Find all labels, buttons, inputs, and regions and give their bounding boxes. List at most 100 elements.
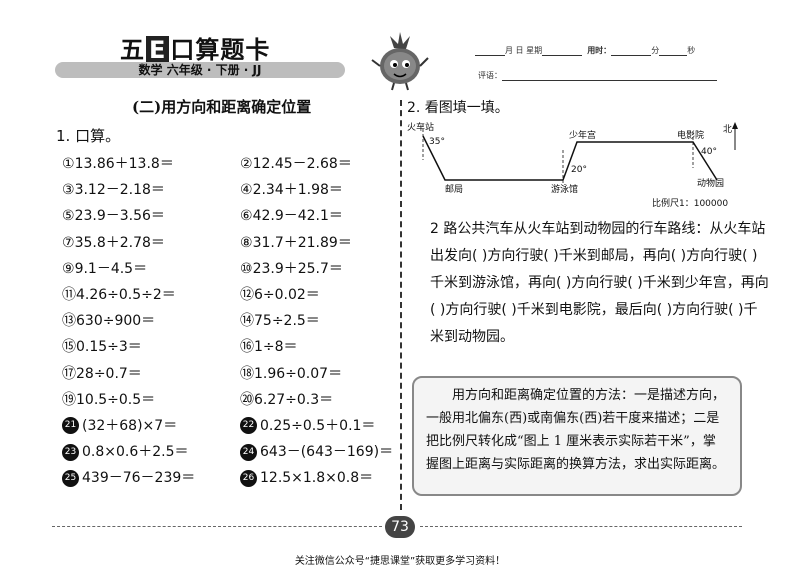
route-question: 2 路公共汽车从火车站到动物园的行车路线：从火车站出发向( )方向行驶( )千米… [430,221,769,345]
logo-title: 口算题卡 [170,36,271,64]
problem-number: 26 [240,469,257,487]
problem-number: ⑯ [240,339,254,356]
month-blank[interactable] [475,47,505,56]
problem-item: ④2.34＋1.98＝ [240,179,390,199]
problem-item: ⑳6.27÷0.3＝ [240,389,390,409]
problem-expression: 0.15÷3＝ [76,339,142,356]
logo-e: E [146,36,170,64]
problem-expression: 23.9＋25.7＝ [252,260,343,277]
problem-number: ⑭ [240,313,254,330]
problem-item: 21(32＋68)×7＝ [62,415,240,435]
problem-number: 21 [62,417,79,435]
north-label: 北 [723,124,732,135]
column-divider [400,100,402,510]
problem-expression: 6.27÷0.3＝ [254,391,334,408]
problem-number: 24 [240,443,257,461]
problem-expression: 4.26÷0.5÷2＝ [76,287,176,304]
problem-item: ⑩23.9＋25.7＝ [240,258,390,278]
problem-number: ⑤ [62,208,75,225]
problem-row: ⑪4.26÷0.5÷2＝⑫6÷0.02＝ [62,281,392,307]
problem-row: ①13.86＋13.8＝②12.45－2.68＝ [62,150,392,176]
logo-prefix: 五 [120,36,145,64]
label-station: 火车站 [407,121,434,133]
angle-40: 40° [701,147,717,157]
problem-expression: 75÷2.5＝ [254,313,320,330]
problem-expression: 2.34＋1.98＝ [252,182,343,199]
weekday-blank[interactable] [542,47,583,56]
problem-row: ⑦35.8＋2.78＝⑧31.7＋21.89＝ [62,229,392,255]
problem-expression: 12.45－2.68＝ [252,156,352,173]
comment-line: 评语： [478,70,717,81]
problem-item: ⑭75÷2.5＝ [240,310,390,330]
problem-expression: 1.96÷0.07＝ [254,365,343,382]
problem-item: ⑨9.1－4.5＝ [62,258,240,278]
problem-number: ⑱ [240,365,254,382]
seconds-blank[interactable] [659,47,688,56]
problem-item: ⑥42.9－42.1＝ [240,205,390,225]
problem-number: ⑬ [62,313,76,330]
problem-row: ⑲10.5÷0.5＝⑳6.27÷0.3＝ [62,386,392,412]
problem-row: ⑨9.1－4.5＝⑩23.9＋25.7＝ [62,255,392,281]
problem-item: ⑰28÷0.7＝ [62,363,240,383]
problem-number: ② [240,156,253,173]
problem-item: ⑤23.9－3.56＝ [62,205,240,225]
label-cinema: 电影院 [677,129,704,141]
problem-item: ⑪4.26÷0.5÷2＝ [62,284,240,304]
problem-expression: 12.5×1.8×0.8＝ [260,470,374,487]
section-title: (二)用方向和距离确定位置 [132,98,312,116]
problem-item: ①13.86＋13.8＝ [62,153,240,173]
problem-number: ⑦ [62,234,75,251]
problem-number: ⑧ [240,234,253,251]
problem-item: ⑧31.7＋21.89＝ [240,232,390,252]
footer-note: 关注微信公众号“捷思课堂”获取更多学习资料！ [294,556,506,567]
problem-item: ⑯1÷8＝ [240,336,390,356]
map-scale: 比例尺1：100000 [652,199,729,209]
problem-number: ④ [240,182,253,199]
problem-number: ⑫ [240,287,254,304]
problem-expression: 0.25÷0.5＋0.1＝ [260,417,376,434]
problem-expression: 6÷0.02＝ [254,287,320,304]
route-map: 火车站 35° 邮局 游泳馆 20° 少年宫 电影院 40° 动物园 北 [407,121,738,195]
footer-rule-left [52,526,382,527]
label-zoo: 动物园 [697,177,724,189]
problem-row: ③3.12－2.18＝④2.34＋1.98＝ [62,176,392,202]
problem-item: ⑱1.96÷0.07＝ [240,363,390,383]
problem-expression: 28÷0.7＝ [76,365,142,382]
label-palace: 少年宫 [569,129,596,141]
problem-number: ⑨ [62,260,75,277]
problem-number: ⑲ [62,391,76,408]
problem-number: ① [62,156,75,173]
page-number: 73 [385,516,415,538]
problem-item: ②12.45－2.68＝ [240,153,390,173]
problem-number: ⑩ [240,260,253,277]
minutes-blank[interactable] [611,47,652,56]
mental-math-problems: ①13.86＋13.8＝②12.45－2.68＝③3.12－2.18＝④2.34… [62,150,393,490]
angle-35: 35° [429,137,445,147]
label-post: 邮局 [445,183,463,195]
problem-expression: 42.9－42.1＝ [252,208,343,225]
comment-blank[interactable] [502,72,717,81]
mascot-icon [371,32,429,91]
problem-row: ⑤23.9－3.56＝⑥42.9－42.1＝ [62,202,392,228]
problem-item: ⑦35.8＋2.78＝ [62,232,240,252]
angle-20: 20° [571,165,587,175]
problem-item: ⑲10.5÷0.5＝ [62,389,240,409]
problem-row: ⑰28÷0.7＝⑱1.96÷0.07＝ [62,360,392,386]
problem-number: ⑥ [240,208,253,225]
problem-number: ⑮ [62,339,76,356]
grade-band: 数学 六年级 · 下册 · JJ [55,62,345,78]
problem-number: 25 [62,469,79,487]
problem-expression: 439－76－239＝ [82,470,196,487]
problem-item: ③3.12－2.18＝ [62,179,240,199]
problem-expression: 31.7＋21.89＝ [252,234,352,251]
problem-expression: 13.86＋13.8＝ [74,156,174,173]
problem-number: ③ [62,182,75,199]
problem-number: ⑪ [62,287,76,304]
